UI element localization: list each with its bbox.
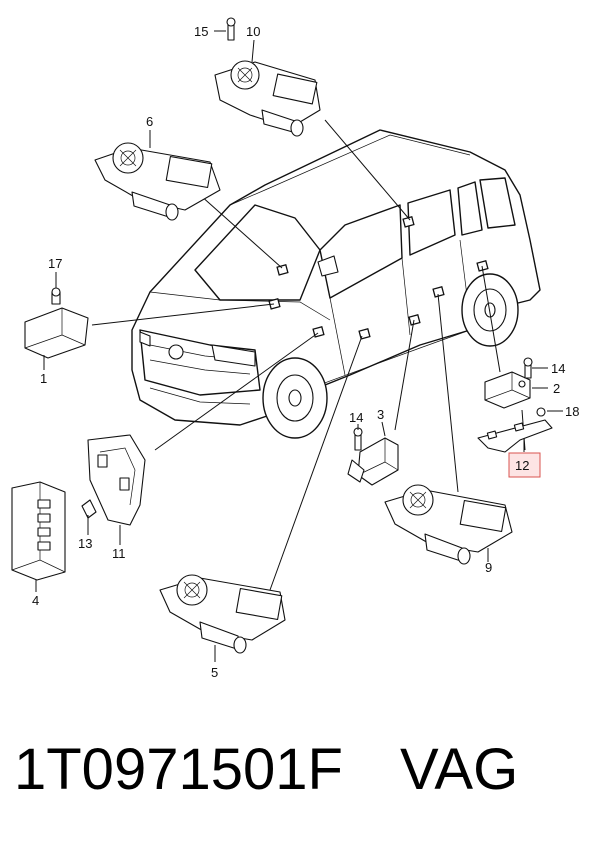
car-illustration bbox=[131, 129, 541, 439]
callout-12: 12 bbox=[515, 458, 529, 473]
callout-18: 18 bbox=[565, 404, 579, 419]
callout-11: 11 bbox=[112, 546, 126, 561]
brand-caption: VAG bbox=[400, 737, 519, 802]
callout-15: 15 bbox=[194, 24, 208, 39]
part-window-motor-9 bbox=[384, 484, 513, 565]
callout-labels: 15 10 6 17 1 13 11 4 5 14 3 9 14 2 18 12 bbox=[32, 24, 579, 680]
part-bracket-12 bbox=[477, 407, 563, 453]
callout-17: 17 bbox=[48, 256, 62, 271]
callout-10: 10 bbox=[246, 24, 260, 39]
callout-14-left: 14 bbox=[349, 410, 363, 425]
part-module-4 bbox=[11, 481, 66, 592]
callout-6: 6 bbox=[146, 114, 153, 129]
callout-2: 2 bbox=[553, 381, 560, 396]
part-bracket-11 bbox=[81, 434, 146, 545]
callout-4: 4 bbox=[32, 593, 39, 608]
part-sensor-3 bbox=[347, 427, 399, 486]
part-number-caption: 1T0971501F bbox=[14, 737, 343, 802]
part-window-motor-6 bbox=[94, 142, 221, 221]
callout-14-right: 14 bbox=[551, 361, 565, 376]
callout-1: 1 bbox=[40, 371, 47, 386]
callout-13: 13 bbox=[78, 536, 92, 551]
part-control-unit-1 bbox=[24, 272, 89, 370]
part-crash-sensor-2 bbox=[484, 357, 548, 409]
part-window-motor-10 bbox=[214, 17, 321, 137]
callout-9: 9 bbox=[485, 560, 492, 575]
callout-12-highlight bbox=[508, 452, 541, 478]
callout-3: 3 bbox=[377, 407, 384, 422]
part-window-motor-5 bbox=[159, 574, 286, 662]
callout-5: 5 bbox=[211, 665, 218, 680]
